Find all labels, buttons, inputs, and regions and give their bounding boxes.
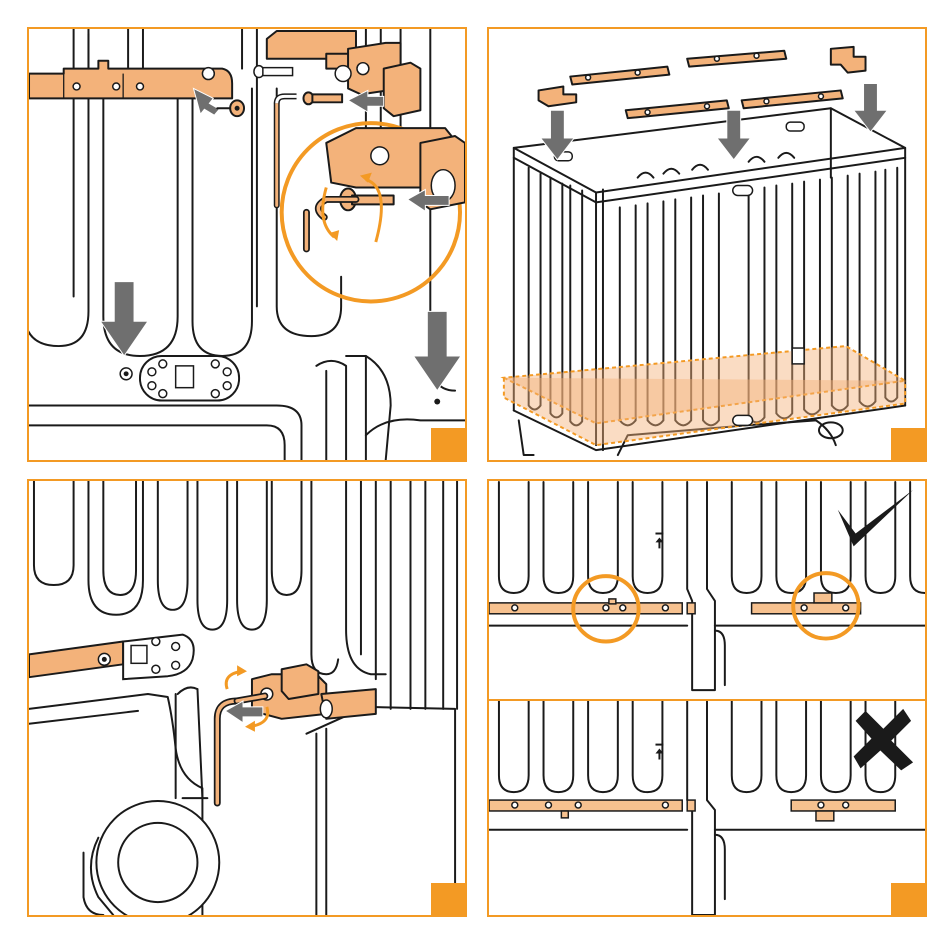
down-arrow-right [413,311,461,390]
cross-icon [854,709,913,770]
checkmark-icon [838,490,913,546]
rail-bar [29,642,123,678]
illustration-crib-frame [489,29,925,460]
illustration-connector-assembly [29,29,465,460]
step-marker [431,883,465,915]
rail-bar-right [791,800,895,821]
rail-bar-left [489,800,695,818]
panel-attach-connectors [27,27,467,462]
caster-wheel [84,801,220,915]
bolt-2 [303,92,342,104]
loose-bars [539,47,866,118]
panel-tighten-bolt [27,479,467,917]
orientation-correct [489,481,925,699]
corner-connector [252,664,376,718]
panel-orientation-check [487,479,927,917]
panel-insert-bars [487,27,927,462]
rail-bar-left [489,599,695,614]
hinge-plate [140,356,239,401]
orientation-incorrect [489,701,925,915]
step-marker [431,428,465,460]
bolt [254,66,293,78]
hinge-plate [123,635,194,680]
down-arrow-left [100,282,148,356]
step-marker [891,883,925,915]
step-marker [891,428,925,460]
rail-bar-right [752,593,861,614]
barrel-nut [217,100,244,116]
illustration-tighten-bolt [29,481,465,915]
detail-magnifier [282,123,465,301]
